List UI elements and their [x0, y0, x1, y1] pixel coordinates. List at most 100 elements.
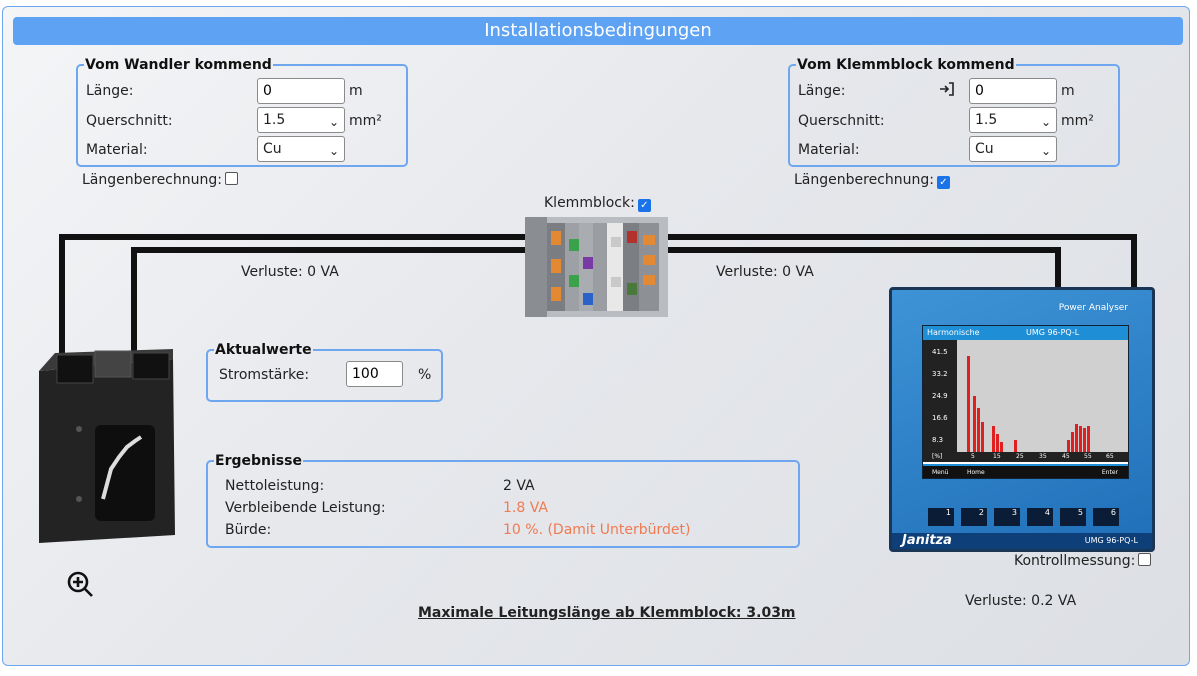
wandler-cross-label: Querschnitt:: [86, 113, 173, 129]
meter-bar: [1075, 424, 1078, 452]
zoom-in-icon[interactable]: [67, 571, 95, 603]
chevron-down-icon: ⌄: [1040, 144, 1051, 158]
losses-right: Verluste: 0 VA: [716, 264, 814, 280]
control-row: Kontrollmessung:: [1014, 553, 1152, 569]
wandler-legend: Vom Wandler kommend: [85, 57, 272, 73]
chevron-down-icon: ⌄: [328, 144, 339, 158]
klemm-calc-checkbox[interactable]: ✓: [936, 176, 950, 189]
wire-inner-right-vertical: [1055, 247, 1061, 294]
meter-xtick: 5: [971, 453, 975, 460]
meter-footer-left: Menü: [932, 469, 949, 476]
meter-button-row: 1 2 3 4 5 6: [928, 508, 1119, 528]
meter-key: 6: [1093, 508, 1119, 526]
meter-bar: [1087, 426, 1090, 452]
klemm-material-select[interactable]: Cu ⌄: [969, 136, 1057, 162]
results-net-label: Nettoleistung:: [225, 478, 325, 494]
meter-logo: Janitza: [902, 533, 952, 548]
klemm-length-label: Länge:: [798, 83, 846, 99]
current-transformer-image: [39, 349, 175, 543]
current-input[interactable]: [346, 361, 403, 387]
meter-xtick: 65: [1106, 453, 1114, 460]
wandler-calc-checkbox[interactable]: [224, 172, 238, 185]
max-length-link[interactable]: Maximale Leitungslänge ab Klemmblock: 3.…: [418, 605, 796, 621]
results-remaining-value: 1.8 VA: [503, 500, 548, 516]
sign-in-arrow-icon[interactable]: [939, 81, 955, 101]
klemm-cross-unit: mm²: [1061, 113, 1094, 129]
meter-bar: [1083, 428, 1086, 452]
meter-screen: Harmonische UMG 96-PQ-L 41.5 33.2 24.9 1…: [922, 325, 1129, 479]
meter-plot-area: [957, 340, 1128, 452]
klemm-cross-select[interactable]: 1.5 ⌄: [969, 107, 1057, 133]
klemm-length-unit: m: [1061, 83, 1075, 99]
klemm-material-label: Material:: [798, 142, 860, 158]
wandler-material-select[interactable]: Cu ⌄: [257, 136, 345, 162]
chevron-down-icon: ⌄: [328, 115, 339, 129]
losses-meter: Verluste: 0.2 VA: [965, 593, 1077, 609]
klemm-calc-label: Längenberechnung:: [794, 172, 934, 188]
meter-ytick: 16.6: [932, 414, 948, 422]
meter-bar: [967, 356, 970, 452]
meter-bar: [977, 408, 980, 452]
meter-bar: [1079, 426, 1082, 452]
meter-key: 3: [994, 508, 1020, 526]
results-burden-value: 10 %. (Damit Unterbürdet): [503, 522, 691, 538]
installation-panel: Installationsbedingungen Vom Wandler kom…: [2, 6, 1190, 666]
meter-footer-right: Enter: [1101, 469, 1118, 476]
panel-title: Installationsbedingungen: [13, 17, 1183, 45]
meter-ytick: 41.5: [932, 348, 948, 356]
meter-y-axis: 41.5 33.2 24.9 16.6 8.3: [923, 340, 957, 452]
results-legend: Ergebnisse: [215, 453, 302, 469]
wire-outer-left-vertical: [59, 234, 65, 374]
klemmblock-legend: Vom Klemmblock kommend: [797, 57, 1015, 73]
actual-values-fieldset: Aktualwerte: [206, 342, 443, 402]
wandler-cross-select[interactable]: 1.5 ⌄: [257, 107, 345, 133]
klemmblock-fieldset: Vom Klemmblock kommend: [788, 57, 1120, 167]
meter-ytick: 33.2: [932, 370, 948, 378]
current-label: Stromstärke:: [219, 367, 310, 383]
meter-xtick: 55: [1084, 453, 1092, 460]
klemm-cross-value: 1.5: [975, 112, 998, 128]
meter-bar: [1014, 440, 1017, 452]
meter-screen-left: Harmonische: [927, 328, 980, 337]
klemmblock-checkbox[interactable]: ✓: [637, 199, 651, 212]
meter-brand: Power Analyser: [1058, 303, 1128, 313]
meter-key: 1: [928, 508, 954, 526]
results-net-value: 2 VA: [503, 478, 535, 494]
results-remaining-label: Verbleibende Leistung:: [225, 500, 386, 516]
klemm-length-input[interactable]: [969, 78, 1057, 104]
results-fieldset: Ergebnisse: [206, 453, 800, 548]
wandler-length-unit: m: [349, 83, 363, 99]
power-analyser-image: Power Analyser Harmonische UMG 96-PQ-L 4…: [889, 287, 1155, 552]
wandler-material-value: Cu: [263, 141, 282, 157]
actual-values-legend: Aktualwerte: [215, 342, 312, 358]
meter-xtick: 35: [1039, 453, 1047, 460]
meter-screen-right: UMG 96-PQ-L: [1026, 328, 1080, 337]
klemm-calc-row: Längenberechnung:✓: [794, 172, 950, 189]
klemm-cross-label: Querschnitt:: [798, 113, 885, 129]
terminal-block-image: [525, 217, 668, 317]
meter-bar: [1000, 442, 1003, 452]
meter-key: 4: [1027, 508, 1053, 526]
control-checkbox[interactable]: [1138, 553, 1152, 566]
wandler-length-label: Länge:: [86, 83, 134, 99]
meter-x-axis: [%] 5 15 25 35 45 55 65: [923, 452, 1128, 462]
meter-xtick: 45: [1062, 453, 1070, 460]
wire-inner-left-vertical: [131, 247, 137, 362]
klemm-material-value: Cu: [975, 141, 994, 157]
losses-left: Verluste: 0 VA: [241, 264, 339, 280]
wandler-fieldset: Vom Wandler kommend: [76, 57, 408, 167]
meter-footer-mid: Home: [967, 469, 985, 476]
klemmblock-label: Klemmblock:: [544, 195, 635, 211]
meter-bar: [973, 396, 976, 452]
results-burden-label: Bürde:: [225, 522, 272, 538]
meter-ytick: 8.3: [932, 436, 944, 444]
klemmblock-toggle: Klemmblock:✓: [544, 195, 651, 212]
meter-footer: Menü Home Enter: [923, 464, 1128, 478]
meter-x-unit: [%]: [932, 453, 943, 460]
meter-model: UMG 96-PQ-L: [1084, 536, 1138, 545]
current-unit: %: [418, 367, 432, 383]
wandler-material-label: Material:: [86, 142, 148, 158]
wandler-length-input[interactable]: [257, 78, 345, 104]
meter-bar: [981, 422, 984, 452]
chevron-down-icon: ⌄: [1040, 115, 1051, 129]
